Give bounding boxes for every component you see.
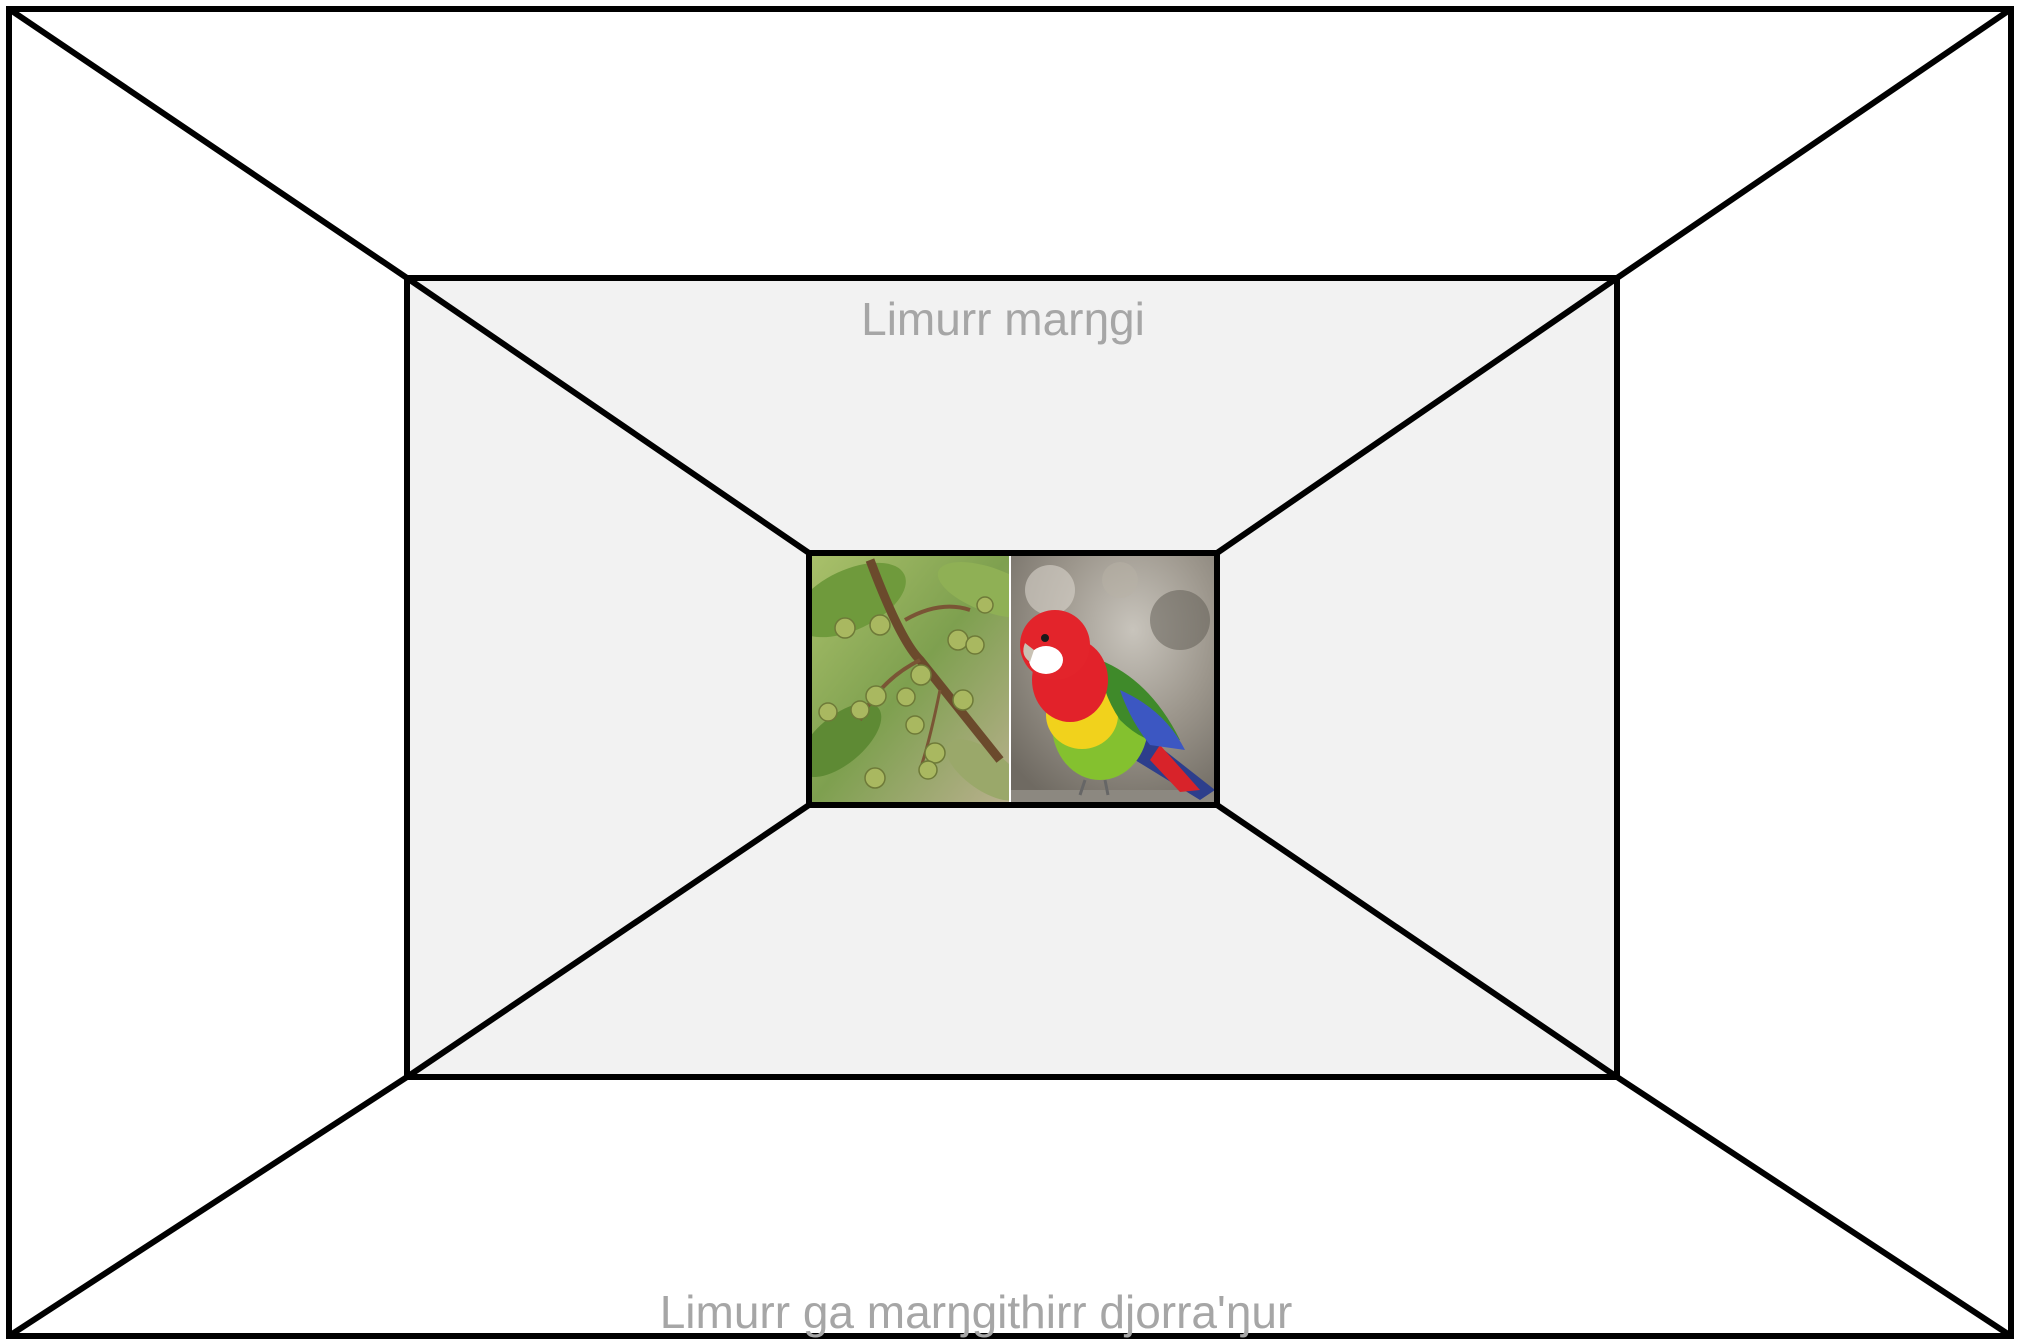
- rosella-parrot-photo: [1010, 556, 1215, 803]
- outer-frame-label: Limurr ga marŋgithirr djorra'ŋur: [660, 1286, 1293, 1338]
- inner-frame: [783, 547, 1217, 812]
- middle-frame-label: Limurr marŋgi: [861, 293, 1145, 345]
